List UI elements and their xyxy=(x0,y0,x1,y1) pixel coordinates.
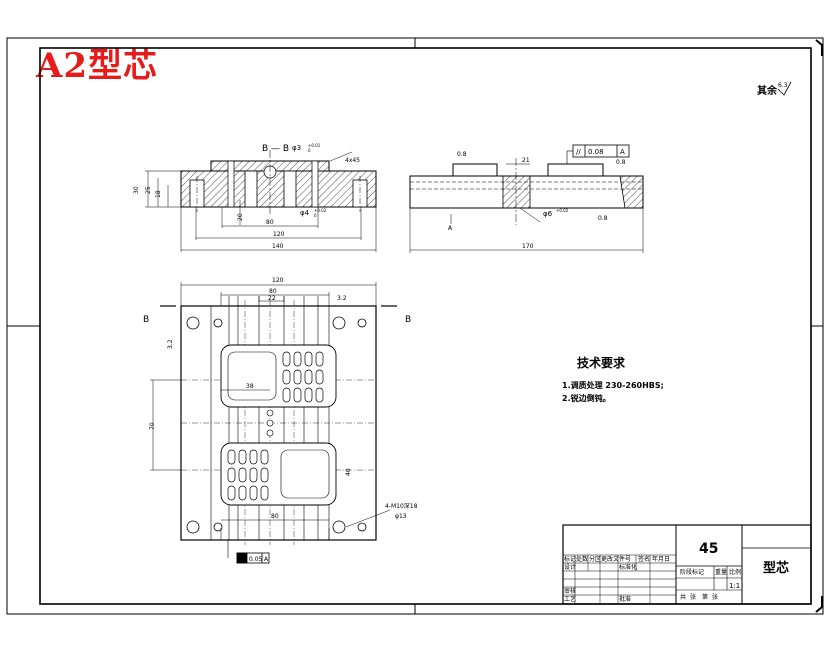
plan-dim-120: 120 xyxy=(272,277,284,284)
drawing-title: A2型芯 xyxy=(36,46,159,86)
plan-dim-70: 70 xyxy=(149,422,156,430)
tb-label-stage: 阶段标记 xyxy=(680,568,704,576)
plan-dim-38: 38 xyxy=(246,383,254,390)
tech-req-item-2: 2.锐边倒钝。 xyxy=(562,393,611,403)
plan-counterbore-note: φ13 xyxy=(395,513,407,520)
side-view: 170 21 φ6 +0.02 0.8 0.8 0.8 A // 0.08 A xyxy=(409,144,644,253)
tolerance-frame: // 0.08 A xyxy=(566,144,630,164)
roughness-note-value: 6.3 xyxy=(778,82,788,89)
plan-roughness-2: 3.2 xyxy=(167,339,174,349)
plan-dim-22: 22 xyxy=(268,295,276,302)
tb-label-standard: 标准化 xyxy=(619,563,637,571)
side-dim-phi6: φ6 xyxy=(543,210,553,218)
tb-label-weight: 重量 xyxy=(715,568,727,576)
side-dim-170: 170 xyxy=(522,243,534,250)
front-chamfer-4x45: 4x45 xyxy=(345,157,360,164)
front-dim-phi4: φ4 xyxy=(300,209,310,217)
section-marker-b-right: B xyxy=(405,315,411,325)
tb-label-sign: 签名 xyxy=(638,555,650,563)
tb-label-review: 审核 xyxy=(564,587,576,595)
tb-label-sheet-1: 张 xyxy=(690,593,696,601)
side-roughness-2: 0.8 xyxy=(616,159,626,166)
roughness-note-text: 其余 xyxy=(757,84,778,97)
plan-dim-80b: 80 xyxy=(271,513,279,520)
technical-requirements: 技术要求 1.调质处理 230-260HBS; 2.锐边倒钝。 xyxy=(562,355,664,403)
front-dim-phi3: φ3 xyxy=(292,144,301,152)
front-fit-upper-2: +0.02 xyxy=(314,208,327,213)
front-dim-140: 140 xyxy=(272,243,284,250)
side-roughness-3: 0.8 xyxy=(598,215,608,222)
tb-label-mark: 标记 xyxy=(564,555,576,563)
front-dim-30: 30 xyxy=(133,186,140,194)
front-fit-upper-1: +0.01 xyxy=(308,143,321,148)
tb-label-change-doc: 更改文件号 xyxy=(601,555,631,563)
flatness-frame: 0.05 A xyxy=(227,540,270,564)
side-fit: +0.02 xyxy=(556,208,569,213)
front-dim-80: 80 xyxy=(266,219,274,226)
tolerance-value: 0.08 xyxy=(588,148,604,156)
tb-label-no: 第 xyxy=(702,593,708,601)
side-dim-21: 21 xyxy=(522,157,530,164)
title-block xyxy=(562,524,812,605)
datum-a-label: A xyxy=(448,225,453,232)
front-section-view: B — B xyxy=(133,143,377,252)
section-marker-b-left: B xyxy=(143,315,149,325)
plan-thread-note: 4-M10深18 xyxy=(385,502,418,510)
plan-dim-40: 40 xyxy=(345,468,352,476)
front-dim-120: 120 xyxy=(273,231,285,238)
plan-view: B B 120 80 22 38 70 80 40 3.2 xyxy=(143,277,418,564)
side-roughness-1: 0.8 xyxy=(457,151,467,158)
tb-scale-value: 1:1 xyxy=(729,582,740,590)
tb-label-total: 共 xyxy=(680,593,686,601)
tech-req-heading: 技术要求 xyxy=(577,355,626,370)
sheet-border xyxy=(6,37,824,615)
tb-part-name: 型芯 xyxy=(763,560,789,576)
tb-material: 45 xyxy=(699,541,718,557)
tech-req-item-1: 1.调质处理 230-260HBS; xyxy=(562,380,664,390)
front-fit-lower-1: 0 xyxy=(308,148,311,153)
tb-label-design: 设计 xyxy=(564,563,576,571)
tb-label-process: 工艺 xyxy=(564,595,576,603)
plan-dim-80: 80 xyxy=(269,288,277,295)
tb-label-count: 处数 xyxy=(576,555,588,563)
front-dim-25: 25 xyxy=(145,186,152,194)
tb-label-date: 年月日 xyxy=(652,555,670,563)
tolerance-symbol: // xyxy=(576,148,581,156)
flatness-datum: A xyxy=(264,556,269,563)
front-dim-20: 20 xyxy=(237,213,244,221)
plan-roughness-1: 3.2 xyxy=(337,295,347,302)
front-dim-18: 18 xyxy=(155,190,162,198)
front-fit-lower-2: 0 xyxy=(314,213,317,218)
tb-label-zone: 分区 xyxy=(589,555,601,563)
tb-label-approve: 批准 xyxy=(619,595,631,603)
tolerance-datum: A xyxy=(620,148,625,156)
surface-roughness-note: 其余 6.3 xyxy=(757,81,792,97)
flatness-value: 0.05 xyxy=(249,556,263,563)
tb-label-sheet-2: 张 xyxy=(712,593,718,601)
section-label: B — B xyxy=(262,144,289,154)
title-block-text: 标记 处数 分区 更改文件号 签名 年月日 设计 标准化 审核 工艺 批准 阶段… xyxy=(564,541,789,603)
tb-label-scale: 比例 xyxy=(729,568,741,576)
